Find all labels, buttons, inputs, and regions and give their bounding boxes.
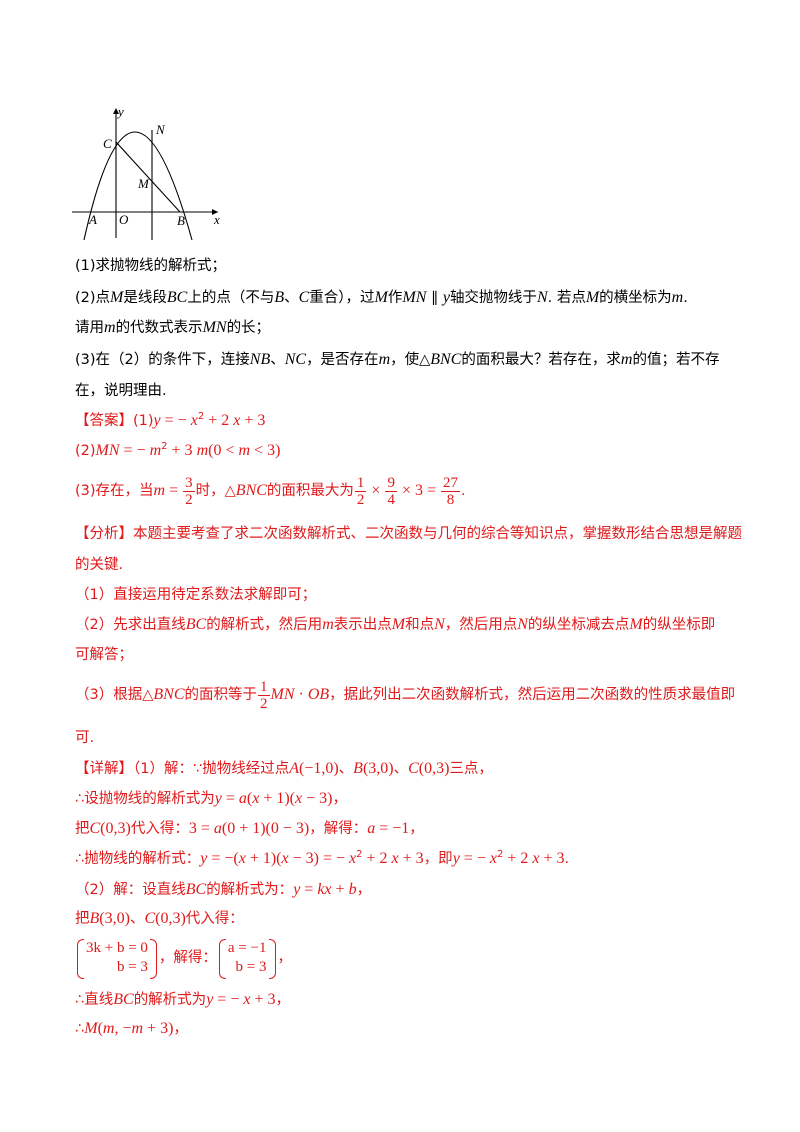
- detail-line-1: 【详解】（1）解：∵抛物线经过点A(−1,0)、B(3,0)、C(0,3)三点，: [75, 760, 493, 777]
- question-3: (3)在（2）的条件下，连接NB、NC，是否存在m，使△BNC的面积最大？若存在…: [75, 351, 720, 368]
- label-a: A: [88, 212, 97, 227]
- question-3-cont: 在，说明理由.: [75, 383, 167, 399]
- detail-line-5: （2）解：设直线BC的解析式为：y = kx + b，: [75, 881, 372, 898]
- segment-bc: [115, 141, 181, 213]
- label-m: M: [137, 176, 150, 191]
- detail-line-2: ∴设抛物线的解析式为y = a(x + 1)(x − 3)，: [75, 790, 347, 807]
- parabola-curve: [83, 131, 193, 241]
- analysis-line-1: 【分析】本题主要考查了求二次函数解析式、二次函数与几何的综合等知识点，掌握数形结…: [75, 526, 742, 542]
- detail-line-8: ∴直线BC的解析式为y = − x + 3，: [75, 991, 290, 1008]
- detail-line-4: ∴抛物线的解析式：y = −(x + 1)(x − 3) = − x2 + 2 …: [75, 849, 570, 868]
- label-b: B: [177, 213, 185, 228]
- x-axis-arrow: [212, 209, 218, 215]
- label-o: O: [119, 212, 129, 227]
- question-2: (2)点M是线段BC上的点（不与B、C重合），过M作MN ∥ y轴交抛物线于N.…: [75, 289, 688, 306]
- detail-line-3: 把C(0,3)代入得：3 = a(0 + 1)(0 − 3)，解得：a = −1…: [75, 820, 424, 837]
- detail-line-6: 把B(3,0)、C(0,3)代入得：: [75, 910, 244, 927]
- y-axis-arrow: [113, 108, 119, 114]
- question-1: (1)求抛物线的解析式；: [75, 258, 227, 274]
- label-n: N: [155, 122, 166, 137]
- label-y: y: [116, 104, 124, 119]
- analysis-line-5: 可解答；: [75, 647, 133, 663]
- label-x: x: [213, 212, 220, 227]
- detail-line-9: ∴M(m, −m + 3)，: [75, 1020, 188, 1037]
- analysis-line-4: （2）先求出直线BC的解析式，然后用m表示出点M和点N，然后用点N的纵坐标减去点…: [75, 616, 716, 633]
- label-c: C: [103, 136, 112, 151]
- analysis-line-2: 的关键.: [75, 557, 124, 573]
- answer-1: 【答案】(1)y = − x2 + 2 x + 3: [75, 411, 266, 430]
- analysis-line-7: 可.: [75, 730, 95, 746]
- answer-2: (2)MN = − m2 + 3 m(0 < m < 3): [75, 441, 281, 460]
- question-2-cont: 请用m的代数式表示MN的长；: [75, 319, 271, 336]
- analysis-line-3: （1）直接运用待定系数法求解即可；: [75, 587, 317, 603]
- parabola-diagram: y x C N M A O B: [72, 104, 220, 241]
- parabola-figure: y x C N M A O B: [68, 100, 228, 245]
